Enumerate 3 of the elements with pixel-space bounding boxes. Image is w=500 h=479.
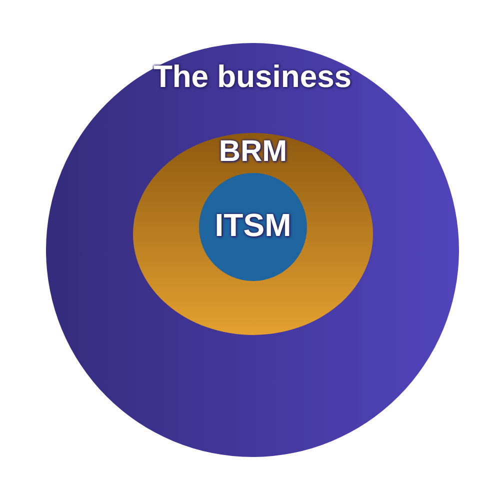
circle-label: ITSM (214, 207, 292, 244)
circle-label: The business (153, 59, 352, 95)
circle-label: BRM (218, 135, 288, 169)
